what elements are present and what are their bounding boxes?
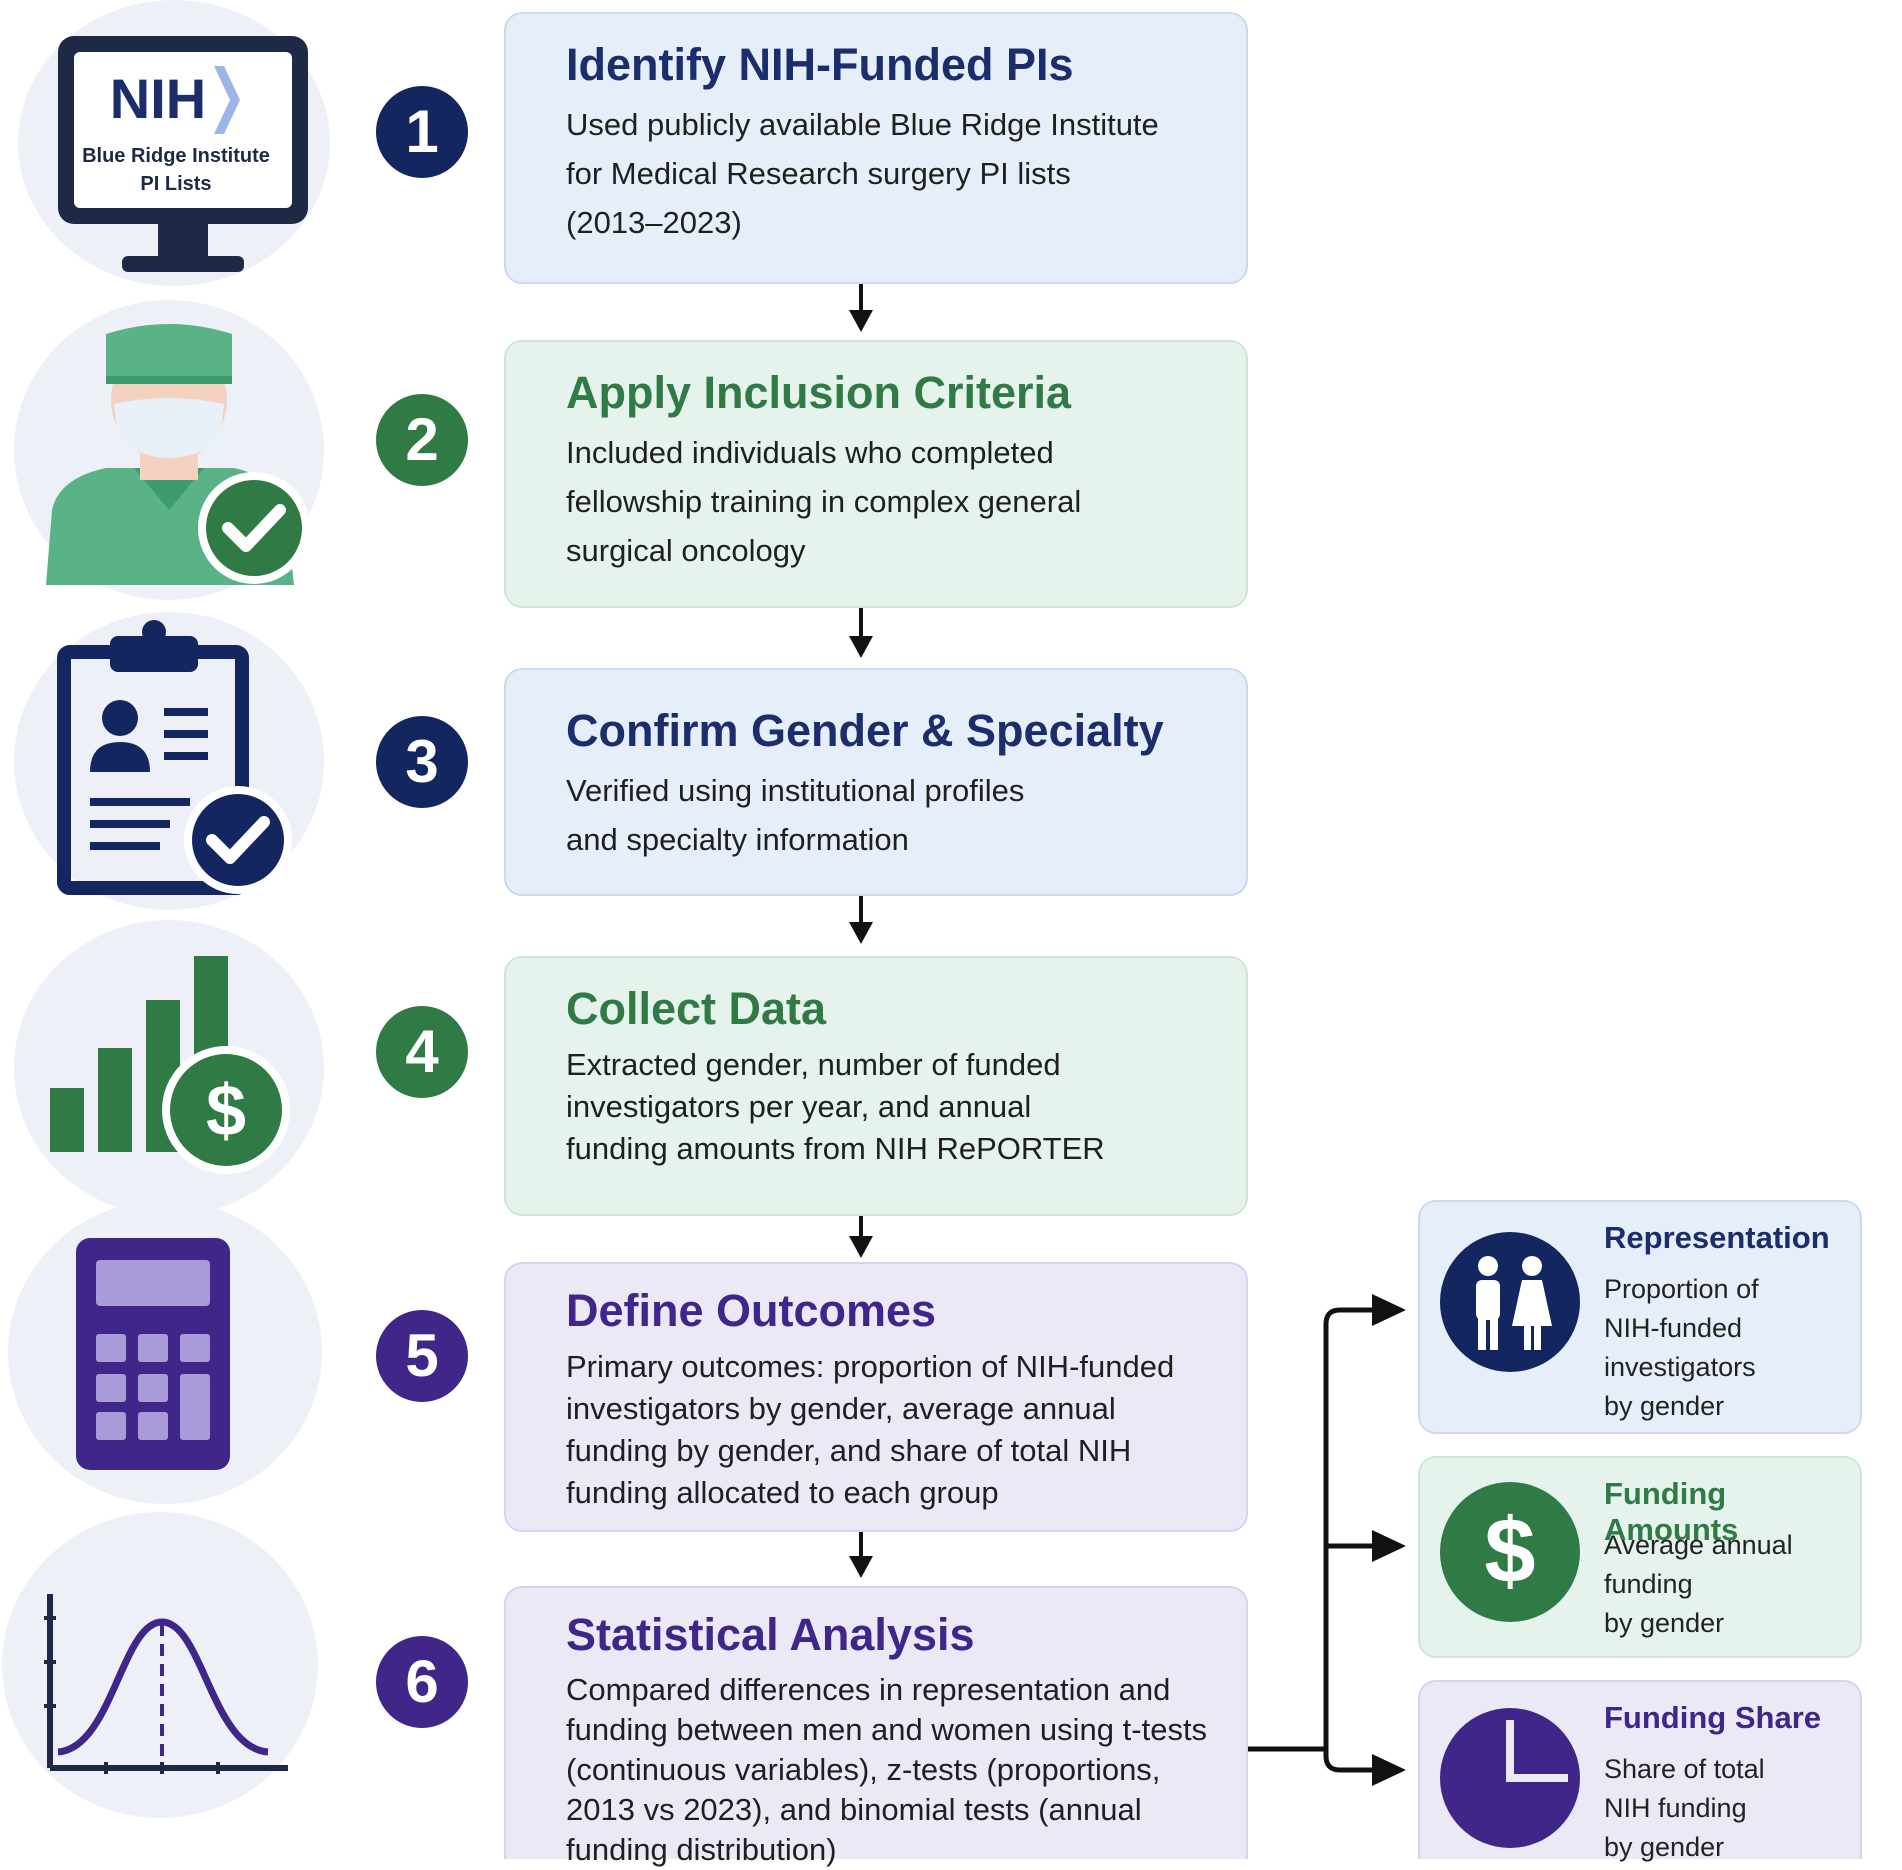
outcome-funding-amounts-body: Average annual funding by gender bbox=[1604, 1530, 1793, 1638]
nih-logo-text: NIH bbox=[110, 67, 206, 130]
step-2-title: Apply Inclusion Criteria bbox=[566, 367, 1072, 418]
step-number-1: 1 bbox=[376, 86, 468, 178]
outcome-representation-title: Representation bbox=[1604, 1220, 1830, 1255]
outcome-representation-body: Proportion of NIH-funded investigators b… bbox=[1604, 1274, 1759, 1421]
step-number-5: 5 bbox=[376, 1310, 468, 1402]
surgeon-check-icon bbox=[14, 300, 324, 600]
step-5-body: Primary outcomes: proportion of NIH-fund… bbox=[566, 1348, 1175, 1510]
step-1-title: Identify NIH-Funded PIs bbox=[566, 39, 1074, 90]
step-3-title: Confirm Gender & Specialty bbox=[566, 705, 1164, 756]
outcome-funding-share-body: Share of total NIH funding by gender bbox=[1604, 1754, 1765, 1862]
step-5-title: Define Outcomes bbox=[566, 1285, 937, 1336]
step-number-3: 3 bbox=[376, 716, 468, 808]
step-number-6: 6 bbox=[376, 1636, 468, 1728]
step-number-4: 4 bbox=[376, 1006, 468, 1098]
svg-text:Blue Ridge Institute: Blue Ridge Institute bbox=[82, 145, 270, 167]
outcome-funding-share-title: Funding Share bbox=[1604, 1700, 1821, 1735]
step-6-card: Statistical Analysis Compared difference… bbox=[504, 1586, 1248, 1867]
step-3-card: Confirm Gender & Specialty Verified usin… bbox=[504, 668, 1248, 896]
step-3-body: Verified using institutional profiles an… bbox=[566, 772, 1025, 857]
pie-chart-icon bbox=[1440, 1708, 1580, 1848]
monitor-icon: NIH Blue Ridge Institute PI Lists bbox=[18, 0, 330, 286]
step-1-body: Used publicly available Blue Ridge Insti… bbox=[566, 106, 1159, 240]
step-2-card: Apply Inclusion Criteria Included indivi… bbox=[504, 340, 1248, 608]
step-4-body: Extracted gender, number of funded inves… bbox=[566, 1046, 1105, 1166]
outcome-representation-card: Representation Proportion of NIH-funded … bbox=[1418, 1200, 1862, 1434]
bar-chart-dollar-icon: $ bbox=[14, 920, 324, 1216]
bell-curve-icon bbox=[2, 1512, 318, 1818]
step-number-2: 2 bbox=[376, 394, 468, 486]
step-1-card: Identify NIH-Funded PIs Used publicly av… bbox=[504, 12, 1248, 284]
svg-text:$: $ bbox=[1484, 1500, 1535, 1602]
svg-text:PI Lists: PI Lists bbox=[140, 173, 211, 195]
people-icon bbox=[1440, 1232, 1580, 1372]
step-4-title: Collect Data bbox=[566, 983, 827, 1034]
step-2-body: Included individuals who completed fello… bbox=[566, 434, 1082, 568]
outcome-funding-amounts-title: Funding Amounts bbox=[1604, 1476, 1739, 1547]
step-5-card: Define Outcomes Primary outcomes: propor… bbox=[504, 1262, 1248, 1532]
svg-text:$: $ bbox=[206, 1071, 246, 1151]
step-4-card: Collect Data Extracted gender, number of… bbox=[504, 956, 1248, 1216]
step-6-body: Compared differences in representation a… bbox=[566, 1671, 1208, 1867]
outcome-funding-share-card: Funding Share Share of total NIH funding… bbox=[1418, 1680, 1862, 1862]
outcome-funding-amounts-card: $ Funding Amounts Average annual funding… bbox=[1418, 1456, 1862, 1658]
calculator-icon bbox=[8, 1200, 322, 1504]
step-6-title: Statistical Analysis bbox=[566, 1609, 975, 1660]
clipboard-check-icon bbox=[14, 612, 324, 910]
dollar-icon: $ bbox=[1440, 1482, 1580, 1622]
